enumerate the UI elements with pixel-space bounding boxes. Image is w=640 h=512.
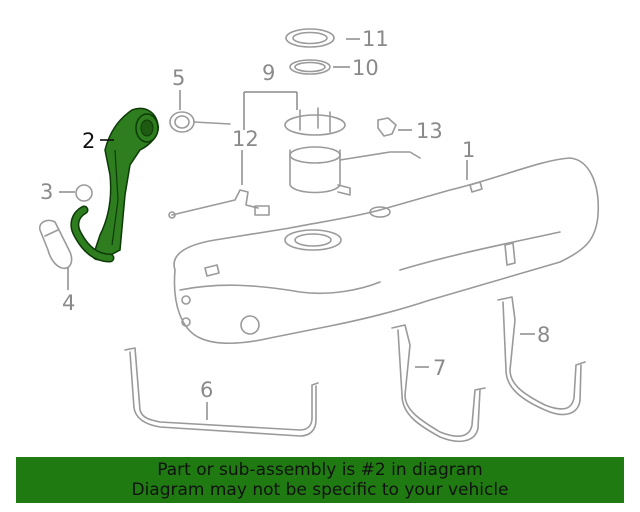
hose-part-4 bbox=[38, 219, 73, 270]
callout-1: 1 bbox=[462, 138, 475, 162]
callout-6: 6 bbox=[200, 378, 213, 402]
callout-4: 4 bbox=[62, 291, 75, 315]
info-banner: Part or sub-assembly is #2 in diagram Di… bbox=[16, 457, 624, 503]
cap-part-3 bbox=[75, 184, 93, 202]
filler-pipe-part-2[interactable] bbox=[70, 107, 159, 263]
sending-unit-part-12 bbox=[168, 189, 270, 219]
callout-10: 10 bbox=[352, 56, 379, 80]
callout-12: 12 bbox=[232, 127, 259, 151]
callout-13: 13 bbox=[416, 119, 443, 143]
callout-7: 7 bbox=[433, 356, 446, 380]
callout-8: 8 bbox=[537, 323, 550, 347]
seal-part-10 bbox=[289, 59, 331, 75]
banner-line-part-number: Part or sub-assembly is #2 in diagram bbox=[157, 460, 483, 480]
filler-door-part-5 bbox=[169, 111, 231, 133]
strap-part-8 bbox=[497, 296, 586, 416]
fuel-pump-part-9 bbox=[284, 107, 421, 196]
fuel-tank bbox=[173, 157, 600, 344]
strap-part-6 bbox=[124, 347, 319, 437]
callout-9: 9 bbox=[262, 61, 275, 85]
parts-diagram: 1 2 3 4 5 6 7 8 9 10 11 12 13 bbox=[38, 27, 600, 443]
sensor-part-13 bbox=[377, 117, 397, 137]
banner-line-disclaimer: Diagram may not be specific to your vehi… bbox=[131, 480, 509, 500]
lock-ring-part-11 bbox=[285, 28, 335, 48]
strap-part-7 bbox=[391, 324, 486, 443]
leader-lines bbox=[59, 38, 535, 420]
callout-3: 3 bbox=[40, 180, 53, 204]
callout-11: 11 bbox=[362, 27, 389, 51]
callout-2[interactable]: 2 bbox=[82, 129, 95, 153]
callout-5: 5 bbox=[172, 66, 185, 90]
